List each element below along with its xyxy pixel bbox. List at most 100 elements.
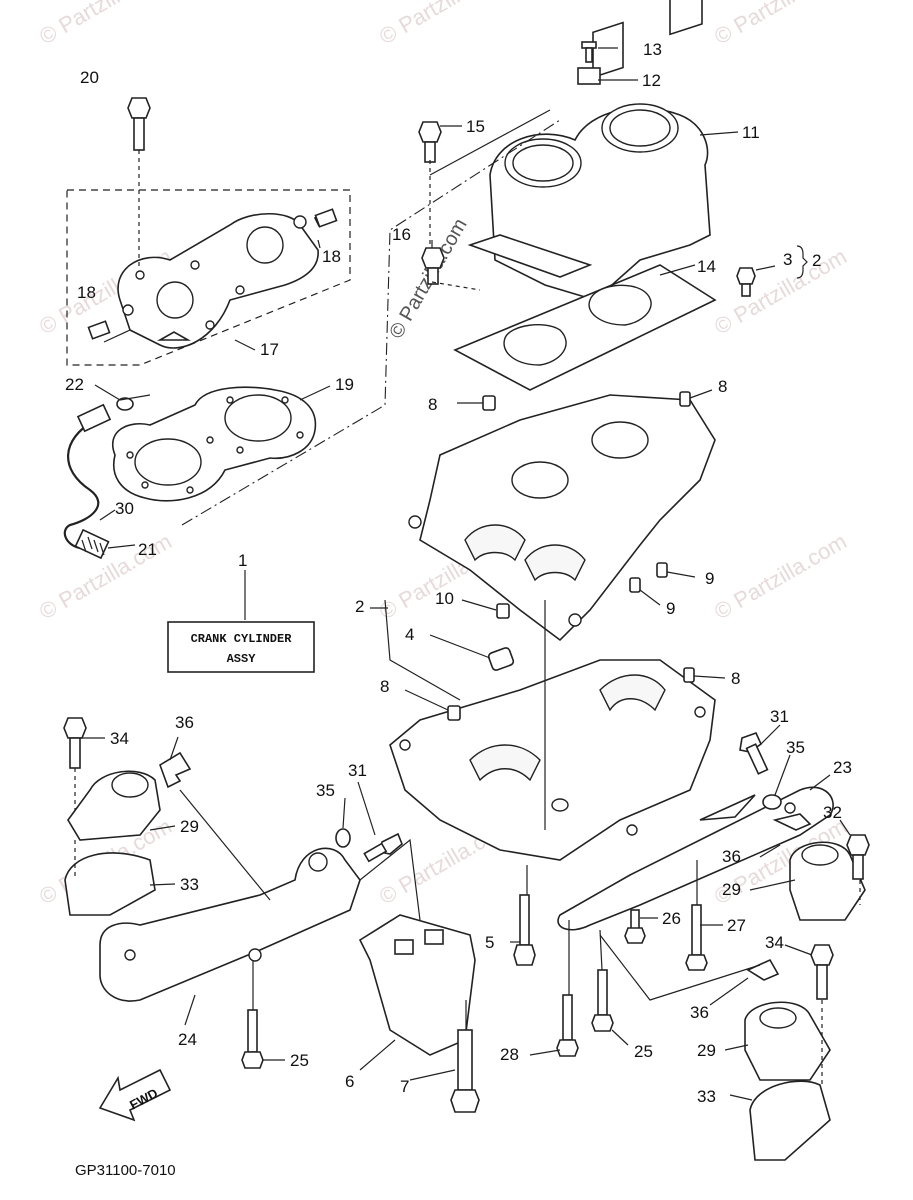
watermark: © Partzilla.com [710, 529, 851, 625]
callout-label: 11 [742, 123, 760, 142]
callout-label: 6 [345, 1072, 354, 1091]
assembly-label-box: CRANK CYLINDER ASSY [167, 621, 315, 673]
callout-label: 35 [786, 738, 805, 757]
bolt-34-left [63, 717, 87, 769]
washer-35-right [762, 794, 782, 810]
callout-label: 8 [731, 669, 740, 688]
bolt-7 [450, 1029, 480, 1113]
engine-mount-left-part [64, 770, 161, 916]
callout-label: 29 [697, 1041, 716, 1060]
callout-label: 3 [783, 250, 792, 269]
bolt-28 [556, 994, 579, 1057]
bushing-4 [487, 647, 515, 671]
bolt-16 [421, 247, 445, 285]
dowel-9-b [629, 577, 641, 593]
leader-lines [74, 109, 861, 1085]
bracket-36-right-upper [772, 813, 812, 831]
bolt-3 [736, 267, 756, 297]
dowel-10 [496, 603, 510, 619]
engine-mount-right-upper-part [789, 841, 866, 921]
callout-label: 20 [80, 68, 99, 87]
callout-label: 14 [697, 257, 716, 276]
engine-bracket-left-part [99, 847, 361, 1002]
callout-label: 32 [823, 803, 842, 822]
bracket-36-left [159, 751, 192, 789]
bolt-26 [624, 909, 646, 944]
callout-label: 22 [65, 375, 84, 394]
callout-label: 7 [400, 1077, 409, 1096]
callout-label: 1 [238, 551, 247, 570]
callout-label: 31 [770, 707, 789, 726]
callout-label: 28 [500, 1045, 519, 1064]
callout-label: 29 [722, 880, 741, 899]
assy-line-1: CRANK CYLINDER [191, 632, 293, 646]
bolts [63, 41, 870, 1113]
dowel-8-c [447, 705, 461, 721]
callout-leaders [80, 47, 851, 1101]
water-hose-part [63, 397, 134, 560]
bolt-34-right [810, 944, 834, 1000]
callout-label: 9 [705, 569, 714, 588]
callout-label: 27 [727, 916, 746, 935]
callout-label: 26 [662, 909, 681, 928]
watermark: © Partzilla.com [710, 244, 851, 340]
engine-mount-right-lower-part [744, 1001, 831, 1161]
bolt-20 [127, 97, 151, 151]
cylinder-base-gasket-part [453, 264, 717, 391]
callout-label: 8 [428, 395, 437, 414]
dowel-8-b [679, 391, 691, 407]
cylinder-head-cover-part [66, 189, 351, 366]
dowel-8-d [683, 667, 695, 683]
fitting-18-b [314, 208, 338, 228]
dowel-9-a [656, 562, 668, 578]
callout-label: 2 [355, 597, 364, 616]
bolt-15 [418, 121, 442, 163]
callout-label: 8 [718, 377, 727, 396]
washer-35-left [335, 828, 351, 848]
callout-label: 4 [405, 625, 414, 644]
bolt-25-left [241, 1009, 264, 1069]
callout-label: 18 [322, 247, 341, 266]
callout-label: 30 [115, 499, 134, 518]
callout-label-group: 2 [812, 251, 821, 270]
watermark: © Partzilla.com [710, 0, 851, 49]
bolt-13 [581, 41, 597, 63]
upper-crankcase-part [408, 394, 716, 642]
callout-label: 12 [642, 71, 661, 90]
callout-label: 33 [697, 1087, 716, 1106]
fitting-18-a [87, 320, 111, 340]
callout-label: 16 [392, 225, 411, 244]
callout-label: 19 [335, 375, 354, 394]
callout-label: 8 [380, 677, 389, 696]
forward-arrow-icon: FWD [98, 1068, 172, 1122]
lower-crankcase-part [389, 659, 716, 861]
head-gasket-part [112, 386, 317, 502]
callout-label: 21 [138, 540, 157, 559]
callout-label: 36 [722, 847, 741, 866]
callout-label: 31 [348, 761, 367, 780]
watermark: © Partzilla.com [375, 0, 516, 49]
diagram-code: GP31100-7010 [75, 1162, 176, 1179]
callout-label: 36 [690, 1003, 709, 1022]
callout-label: 33 [180, 875, 199, 894]
bolt-31-right [739, 731, 769, 775]
assy-line-2: ASSY [227, 652, 257, 666]
bolt-25-right [591, 969, 614, 1032]
bracket-36-right-lower [746, 958, 780, 981]
callout-label: 36 [175, 713, 194, 732]
callout-label: 29 [180, 817, 199, 836]
callout-labels: 1 2 3 4 5 6 7 8 8 8 8 9 9 10 11 12 13 14… [65, 40, 852, 1106]
dowel-8-a [482, 395, 496, 411]
callout-label: 15 [466, 117, 485, 136]
cylinder-block-part [467, 0, 711, 301]
callout-label: 24 [178, 1030, 197, 1049]
bolt-5 [513, 894, 536, 966]
callout-label: 35 [316, 781, 335, 800]
callout-label: 13 [643, 40, 662, 59]
callout-label: 9 [666, 599, 675, 618]
callout-label: 23 [833, 758, 852, 777]
bolt-31-left [363, 832, 403, 863]
engine-bracket-right-part [557, 786, 834, 931]
callout-label: 5 [485, 933, 494, 952]
